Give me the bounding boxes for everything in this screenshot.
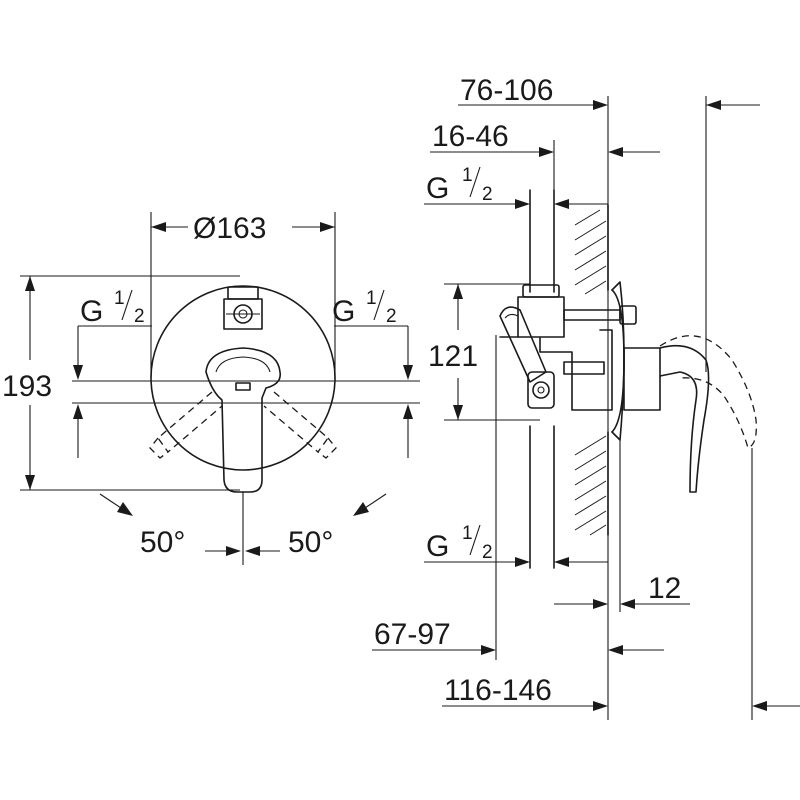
dim-67-97: 67-97 (372, 335, 664, 660)
label-angle-right: 50° (288, 526, 333, 559)
label-angle-left: 50° (140, 526, 185, 559)
handle-rotation-right (263, 391, 337, 459)
side-view: 76-106 16-46 G 1 2 (372, 74, 800, 720)
dim-angles: 50° 50° (99, 493, 387, 559)
label-height: 193 (2, 370, 52, 403)
dim-thread-right: G 1 2 (332, 288, 413, 458)
dim-right-outer (705, 96, 760, 720)
dim-height: 193 (0, 275, 240, 491)
label-thread-left-num: 1 (114, 288, 125, 309)
label-dim-top: 76-106 (460, 74, 553, 107)
dim-diameter: Ø163 (150, 212, 336, 378)
escutcheon-side (611, 281, 757, 493)
dim-thread-left: G 1 2 (73, 288, 152, 458)
label-thread-right-num: 1 (366, 288, 377, 309)
dim-76-106: 76-106 (458, 74, 609, 720)
dim-thread-top: G 1 2 (424, 165, 608, 209)
dim-thread-bottom: G 1 2 (424, 523, 608, 567)
diverter-knob (223, 286, 263, 330)
wall-section (574, 204, 609, 536)
label-thread-bottom-g: G (426, 530, 449, 563)
label-dim-bottom: 116-146 (444, 674, 552, 707)
label-thread-bottom-num: 1 (462, 523, 473, 544)
valve-body (499, 284, 637, 411)
dim-121: 121 (428, 283, 540, 421)
label-thread-top-num: 1 (462, 165, 473, 186)
lever-handle (205, 347, 282, 493)
label-thread-bottom-den: 2 (482, 542, 493, 563)
dim-116-146: 116-146 (442, 674, 800, 711)
label-dim-lower: 67-97 (374, 618, 451, 651)
label-thread-left-g: G (80, 295, 103, 328)
label-dim-second: 16-46 (432, 120, 509, 153)
label-thread-top-den: 2 (482, 184, 493, 205)
label-thread-left-den: 2 (134, 306, 145, 327)
handle-rotation-left (149, 391, 223, 459)
dim-16-46: 16-46 (430, 120, 660, 190)
dim-12: 12 (554, 440, 690, 612)
label-plate: 12 (648, 572, 681, 605)
label-thread-top-g: G (426, 172, 449, 205)
label-thread-right-den: 2 (386, 306, 397, 327)
front-view: Ø163 G 1 2 G 1 2 (0, 212, 420, 565)
label-diameter: Ø163 (193, 212, 266, 245)
label-height-side: 121 (428, 340, 478, 373)
label-thread-right-g: G (332, 295, 355, 328)
